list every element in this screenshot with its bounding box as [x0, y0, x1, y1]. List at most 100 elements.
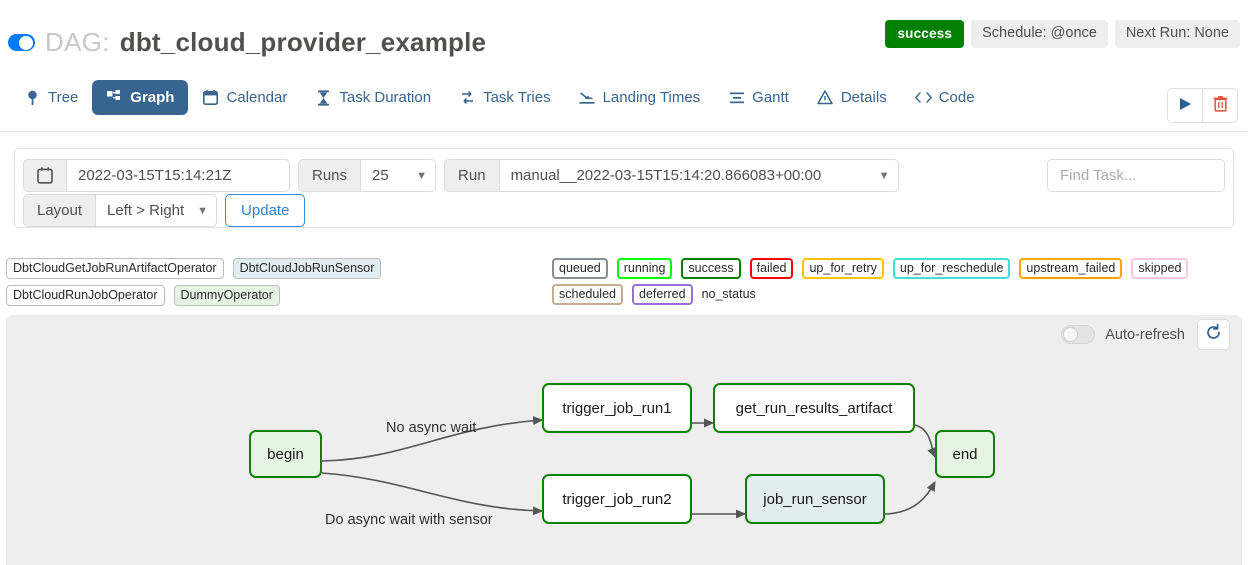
operator-chip: DummyOperator — [173, 285, 280, 306]
graph-edge-label: No async wait — [386, 420, 477, 436]
tab-label: Graph — [130, 89, 175, 106]
tab-landing-times[interactable]: Landing Times — [565, 80, 715, 115]
status-badge: success — [885, 20, 965, 48]
filter-row-layout: Layout Left > Right ▼ Update — [23, 194, 306, 227]
delete-dag-button[interactable] — [1203, 89, 1237, 122]
graph-edges — [321, 416, 936, 519]
code-icon — [914, 89, 932, 106]
play-icon — [1179, 97, 1192, 114]
dag-name: dbt_cloud_provider_example — [119, 27, 487, 57]
trigger-dag-button[interactable] — [1168, 89, 1202, 122]
page-header: DAG: dbt_cloud_provider_example success … — [0, 0, 1248, 72]
tab-label: Gantt — [752, 89, 789, 106]
state-chip: failed — [749, 258, 794, 279]
state-chip: skipped — [1131, 258, 1189, 279]
graph-node-trigger_job_run1[interactable]: trigger_job_run1 — [542, 383, 692, 433]
layout-label: Layout — [23, 194, 97, 227]
edge-artifact-end — [914, 424, 936, 459]
state-chip: no_status — [701, 287, 756, 301]
tab-tree[interactable]: Tree — [10, 80, 92, 115]
graph-node-get_run_results_artifact[interactable]: get_run_results_artifact — [713, 383, 915, 433]
run-select[interactable]: manual__2022-03-15T15:14:20.866083+00:00… — [498, 159, 899, 192]
tab-graph[interactable]: Graph — [92, 80, 189, 115]
graph-panel: Auto-refresh — [6, 315, 1242, 565]
graph-node-label: end — [952, 445, 978, 463]
operator-chip: DbtCloudRunJobOperator — [6, 285, 165, 306]
retry-icon — [459, 89, 476, 106]
trash-icon — [1213, 96, 1228, 115]
dag-graph-canvas[interactable]: begin trigger_job_run1 get_run_results_art… — [6, 343, 1242, 565]
auto-refresh-toggle[interactable] — [1061, 325, 1096, 344]
runs-group: Runs 25 ▼ — [298, 159, 437, 192]
run-label: Run — [444, 159, 500, 192]
operator-chip: DbtCloudJobRunSensor — [232, 258, 382, 279]
tab-label: Code — [938, 89, 975, 106]
runs-label: Runs — [298, 159, 362, 192]
graph-node-job_run_sensor[interactable]: job_run_sensor — [745, 474, 885, 524]
warning-triangle-icon — [817, 89, 834, 106]
graph-node-label: trigger_job_run2 — [562, 490, 672, 508]
tab-label: Tree — [48, 89, 79, 106]
graph-toolbar: Auto-refresh — [1061, 319, 1230, 350]
header-badges: success Schedule: @once Next Run: None — [885, 20, 1240, 48]
chevron-down-icon: ▼ — [878, 169, 890, 182]
toggle-knob — [1063, 327, 1079, 342]
tab-label: Calendar — [226, 89, 288, 106]
refresh-button[interactable] — [1197, 319, 1230, 350]
calendar-icon[interactable] — [23, 159, 67, 192]
graph-edge-label: Do async wait with sensor — [325, 512, 493, 528]
layout-select[interactable]: Left > Right ▼ — [95, 194, 218, 227]
update-button[interactable]: Update — [225, 194, 306, 227]
chevron-down-icon: ▼ — [197, 204, 209, 217]
schedule-badge: Schedule: @once — [971, 20, 1108, 48]
auto-refresh-control: Auto-refresh — [1061, 325, 1185, 344]
tab-calendar[interactable]: Calendar — [188, 80, 301, 115]
graph-icon — [106, 89, 123, 106]
next-run-badge: Next Run: None — [1114, 20, 1240, 48]
dag-tabbar: Tree Graph Calendar Task Duration Task T — [0, 80, 1248, 132]
state-chip: queued — [552, 258, 608, 279]
refresh-icon — [1205, 323, 1222, 346]
runs-value: 25 — [372, 167, 389, 184]
tab-task-duration[interactable]: Task Duration — [301, 80, 445, 115]
tab-list: Tree Graph Calendar Task Duration Task T — [10, 80, 989, 115]
tab-gantt[interactable]: Gantt — [714, 80, 803, 115]
state-chip: success — [681, 258, 741, 279]
state-chip: upstream_failed — [1019, 258, 1123, 279]
dag-action-buttons — [1167, 88, 1238, 123]
tab-details[interactable]: Details — [803, 80, 901, 115]
graph-node-end[interactable]: end — [935, 430, 995, 478]
auto-refresh-label: Auto-refresh — [1105, 326, 1185, 343]
tab-task-tries[interactable]: Task Tries — [445, 80, 565, 115]
operator-chip: DbtCloudGetJobRunArtifactOperator — [6, 258, 224, 279]
action-divider — [1202, 89, 1203, 122]
state-chip: deferred — [632, 284, 693, 305]
tab-code[interactable]: Code — [901, 80, 989, 115]
gantt-icon — [728, 89, 745, 106]
graph-node-label: job_run_sensor — [763, 490, 867, 508]
calendar-icon — [202, 89, 219, 106]
filter-row-primary: 2022-03-15T15:14:21Z Runs 25 ▼ Run manua… — [23, 159, 899, 192]
runs-select[interactable]: 25 ▼ — [360, 159, 437, 192]
graph-node-begin[interactable]: begin — [249, 430, 322, 478]
state-chip: running — [616, 258, 673, 279]
tab-label: Task Tries — [483, 89, 551, 106]
graph-node-label: trigger_job_run1 — [562, 399, 672, 417]
layout-group: Layout Left > Right ▼ — [23, 194, 218, 227]
dag-pause-toggle[interactable] — [8, 34, 35, 51]
run-value: manual__2022-03-15T15:14:20.866083+00:00 — [510, 167, 822, 184]
find-task-input[interactable]: Find Task... — [1047, 159, 1225, 192]
graph-node-label: get_run_results_artifact — [735, 399, 893, 417]
run-group: Run manual__2022-03-15T15:14:20.866083+0… — [444, 159, 899, 192]
base-date-input[interactable]: 2022-03-15T15:14:21Z — [66, 159, 290, 192]
state-chip: scheduled — [552, 284, 623, 305]
toggle-knob — [19, 35, 33, 50]
graph-node-label: begin — [267, 445, 304, 463]
edge-begin-trigger1 — [321, 416, 544, 462]
dag-prefix-label: DAG: — [45, 27, 110, 57]
edge-begin-trigger2 — [321, 472, 544, 516]
graph-node-trigger_job_run2[interactable]: trigger_job_run2 — [542, 474, 692, 524]
